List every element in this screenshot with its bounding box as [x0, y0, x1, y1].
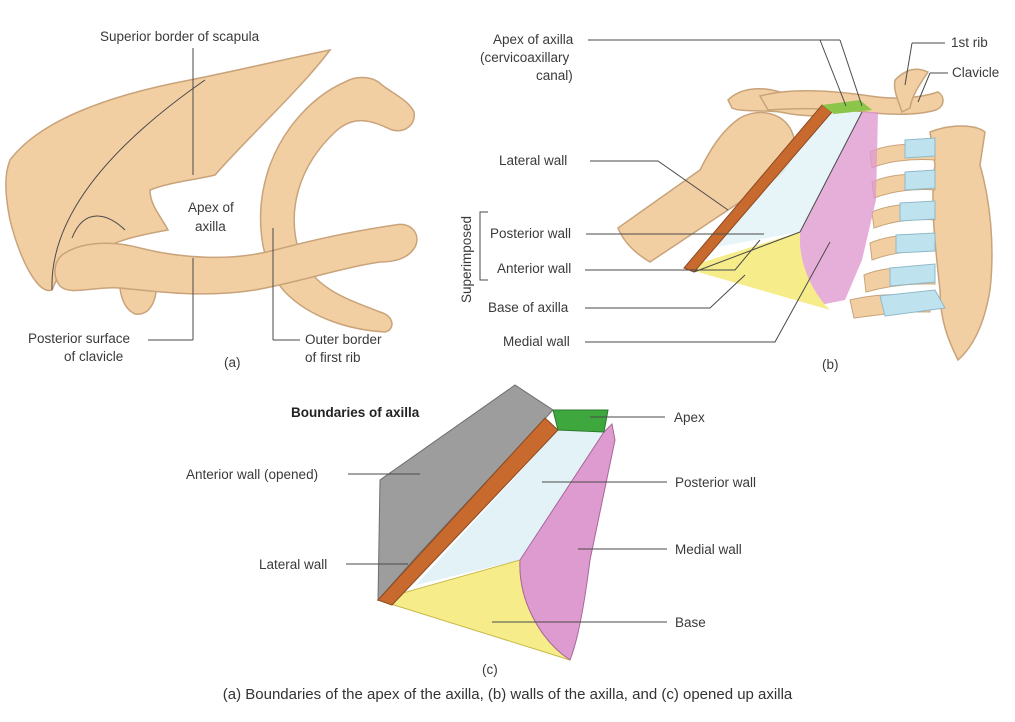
scapula-shape — [5, 48, 332, 292]
label-anterior-wall-b: Anterior wall — [497, 261, 571, 276]
wall-edge-2 — [799, 111, 863, 233]
label-apex-c: Apex — [674, 410, 705, 425]
label-posterior-wall-c: Posterior wall — [675, 475, 756, 490]
clavicle-shape — [54, 223, 418, 295]
label-posterior-surface-1: Posterior surface — [28, 331, 130, 346]
label-lateral-wall-b: Lateral wall — [499, 153, 567, 168]
leader-base-b — [585, 274, 746, 309]
label-first-rib: 1st rib — [951, 35, 988, 50]
posterior-wall-c — [416, 430, 604, 585]
figure-caption: (a) Boundaries of the apex of the axilla… — [222, 686, 793, 703]
label-base-c: Base — [675, 615, 706, 630]
label-apex-a-2: axilla — [195, 219, 226, 234]
leader-clavicle-d — [917, 72, 931, 103]
panel-b: Apex of axilla (cervicoaxillary canal) 1… — [459, 32, 999, 372]
label-anterior-wall-c: Anterior wall (opened) — [186, 467, 318, 482]
sternum-shape — [929, 125, 993, 362]
label-clavicle: Clavicle — [952, 65, 999, 80]
label-posterior-wall-b: Posterior wall — [490, 226, 571, 241]
apex-b — [822, 100, 872, 114]
first-rib-shape — [259, 76, 415, 333]
anterior-wall-c — [377, 384, 554, 602]
label-medial-wall-b: Medial wall — [503, 334, 570, 349]
label-superimposed: Superimposed — [459, 216, 474, 303]
first-rib-b-shape — [893, 68, 930, 114]
label-posterior-surface-2: of clavicle — [64, 349, 123, 364]
scapula-detail-line — [71, 215, 126, 239]
leader-apex-b-d1 — [819, 39, 847, 107]
superimposed-bracket — [479, 211, 488, 281]
panel-b-marker: (b) — [822, 357, 839, 372]
panel-a-marker: (a) — [224, 355, 241, 370]
scapula-spine-line — [51, 79, 206, 291]
wall-edge-1 — [693, 231, 801, 273]
base-b — [684, 232, 830, 310]
panel-c-title: Boundaries of axilla — [291, 405, 420, 420]
label-apex-a-1: Apex of — [188, 200, 234, 215]
panel-c-marker: (c) — [482, 662, 498, 677]
panel-a: Superior border of scapula Apex of axill… — [5, 29, 418, 370]
medial-wall-c — [519, 422, 616, 661]
leader-lateral-wall — [590, 160, 729, 211]
label-lateral-wall-c: Lateral wall — [259, 557, 327, 572]
label-outer-border-2: of first rib — [305, 350, 361, 365]
costal-cartilages — [879, 137, 946, 317]
label-base-b: Base of axilla — [488, 300, 569, 315]
apex-c — [552, 409, 609, 433]
label-apex-b-2: (cervicoaxillary — [480, 50, 570, 65]
humerus-shape — [617, 111, 796, 263]
label-outer-border-1: Outer border — [305, 332, 382, 347]
leader-first-rib-d — [904, 42, 913, 86]
label-apex-b-3: canal) — [536, 68, 573, 83]
label-medial-wall-c: Medial wall — [675, 542, 742, 557]
leader-apex-b-d2 — [839, 39, 863, 107]
medial-wall-b — [799, 112, 878, 305]
leader-anterior-wall-b — [585, 239, 761, 271]
label-apex-b-1: Apex of axilla — [493, 32, 574, 47]
leader-medial-wall-b — [585, 241, 831, 343]
panel-c: Boundaries of axilla Apex Anterior wall … — [186, 384, 756, 677]
label-superior-border: Superior border of scapula — [100, 29, 260, 44]
